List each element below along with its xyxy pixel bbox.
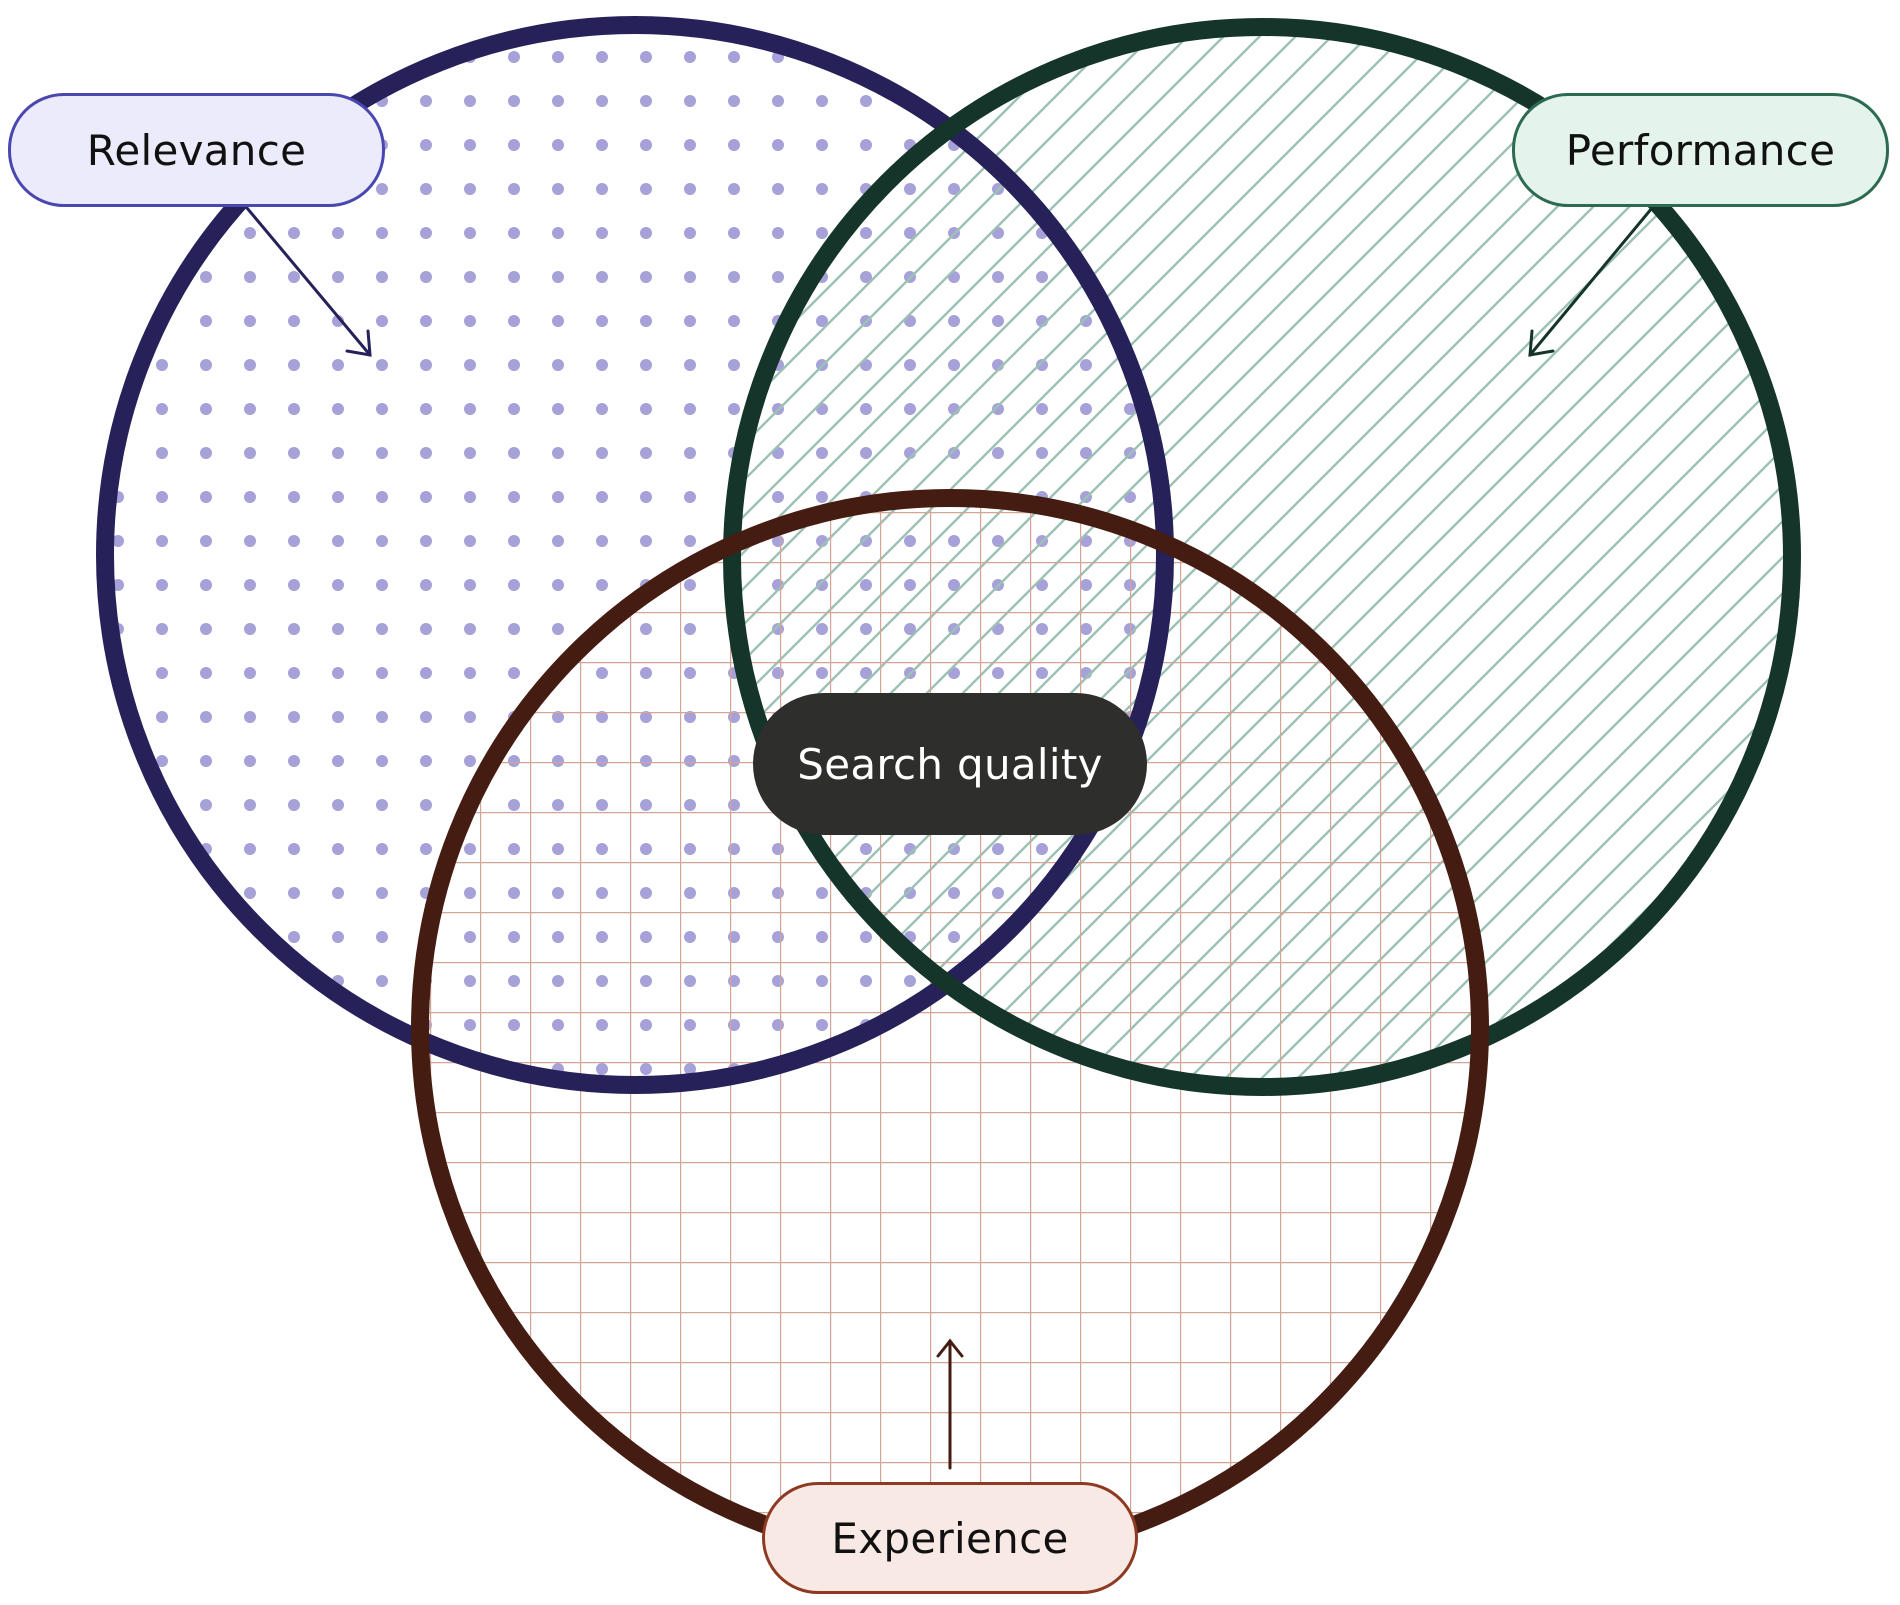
experience-fill: [420, 498, 1480, 1558]
relevance-circle: [96, 16, 1174, 1094]
relevance-arrow: [245, 206, 372, 357]
experience-label: Experience: [762, 1482, 1138, 1594]
search-quality-label: Search quality: [753, 693, 1147, 835]
performance-label: Performance: [1512, 93, 1889, 207]
experience-arrow: [936, 1338, 964, 1470]
relevance-label: Relevance: [8, 93, 385, 207]
performance-arrow: [1528, 206, 1654, 357]
performance-circle: [723, 18, 1801, 1096]
